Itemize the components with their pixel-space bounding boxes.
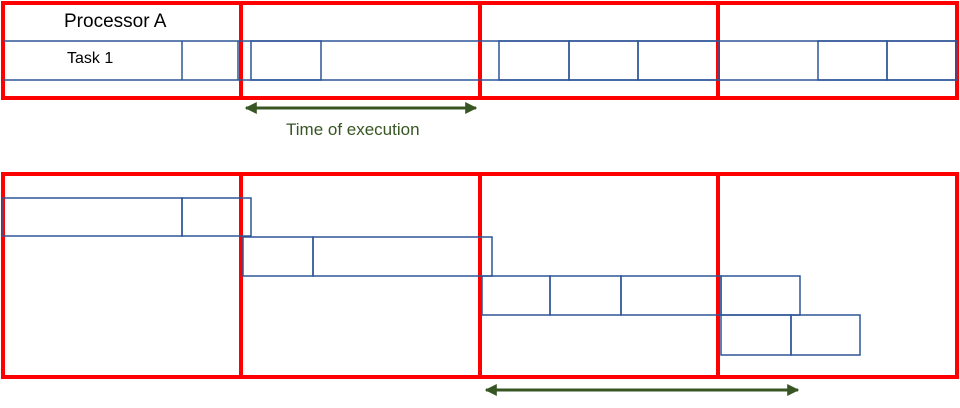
processor-label: Processor A xyxy=(64,11,167,32)
top-period-frame-4 xyxy=(716,1,959,100)
subtask-box xyxy=(181,197,252,237)
subtask-box xyxy=(312,236,493,277)
bottom-period-frame-1 xyxy=(1,172,243,379)
time-of-execution-label: Time of execution xyxy=(286,120,420,139)
subtask-box xyxy=(549,275,622,316)
subtask-box xyxy=(817,40,888,81)
top-period-frame-3 xyxy=(478,1,720,100)
subtask-box xyxy=(720,314,792,356)
subtask-box xyxy=(568,40,639,81)
top-period-frame-2 xyxy=(239,1,482,100)
task-label: Task 1 xyxy=(67,50,114,67)
subtask-box xyxy=(720,275,801,316)
subtask-box xyxy=(498,40,570,81)
subtask-box xyxy=(790,314,861,356)
subtask-box xyxy=(637,40,719,81)
subtask-box xyxy=(250,40,322,81)
subtask-box xyxy=(620,275,722,316)
subtask-box xyxy=(481,275,551,316)
subtask-box xyxy=(242,236,314,277)
subtask-box xyxy=(2,197,183,237)
subtask-box xyxy=(886,40,958,81)
